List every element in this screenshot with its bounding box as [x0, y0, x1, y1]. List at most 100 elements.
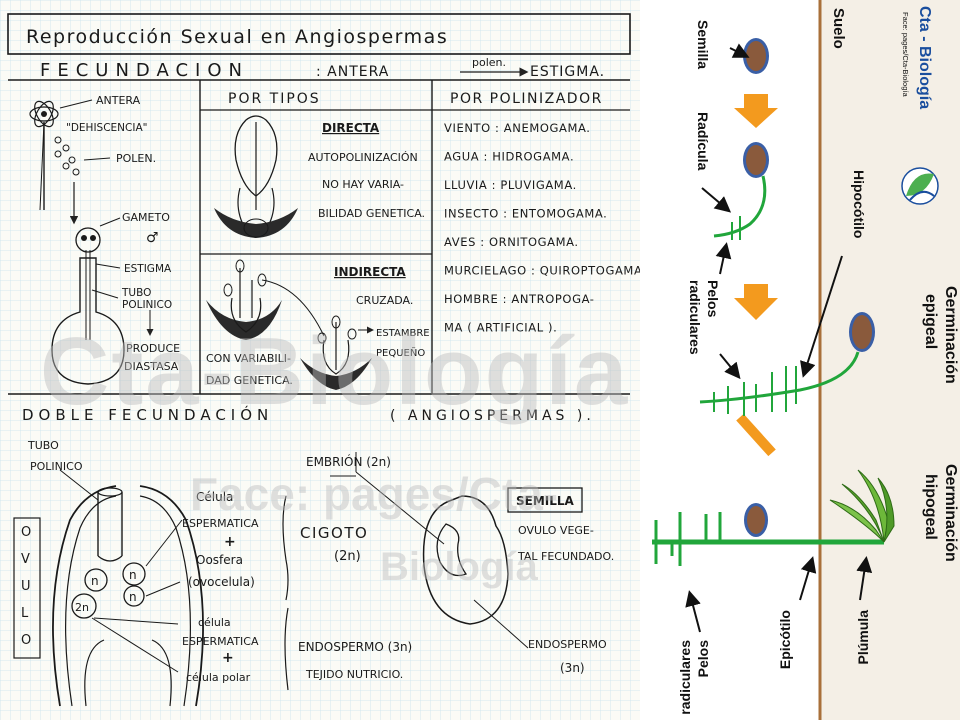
root-hairs-2: [654, 512, 722, 566]
doble-cigoto: CIGOTO: [300, 524, 368, 542]
polinizador-item: VIENTO : ANEMOGAMA.: [444, 121, 591, 135]
doble-endospermo-2: ENDOSPERMO: [528, 638, 607, 651]
doble-celula-polar: célula polar: [186, 671, 251, 684]
nucleus-n-1: n: [91, 574, 99, 588]
label-radiculares-1: radiculares: [687, 280, 703, 355]
label-pelos-1: Pelos: [705, 280, 721, 318]
notes-panel: Reproducción Sexual en Angiospermas FECU…: [0, 0, 646, 720]
label-germ-hipogeal-1: Germinación: [942, 464, 959, 562]
fecundacion-heading: FECUNDACION: [40, 60, 249, 81]
tipo-directa-line1: AUTOPOLINIZACIÓN: [308, 151, 418, 164]
seed-4: [744, 503, 768, 537]
polinizador-item: AGUA : HIDROGAMA.: [444, 150, 574, 164]
doble-embrion: EMBRIÓN (2n): [306, 454, 391, 469]
tipo-conv-2: DAD GENETICA.: [206, 374, 293, 387]
polinizador-item: AVES : ORNITOGAMA.: [444, 235, 579, 249]
label-tubo-2: POLINICO: [122, 299, 172, 311]
germination-panel: Suelo Semilla Radícula Pelos radiculares…: [640, 0, 960, 720]
seed-3: [849, 312, 875, 352]
tipo-directa-line2: NO HAY VARIA-: [322, 178, 404, 191]
seed-2: [743, 142, 769, 178]
tipo-cruzada: CRUZADA.: [356, 294, 413, 307]
label-gameto-symbol: ♂: [146, 230, 159, 246]
orange-arrow-1: [734, 94, 778, 128]
ovulo-letter: O: [21, 525, 31, 540]
doble-paren: ( ANGIOSPERMAS ).: [390, 408, 595, 424]
doble-ovulo-vege-2: TAL FECUNDADO.: [517, 550, 614, 563]
ovulo-letters: OVULO: [21, 525, 31, 648]
doble-semilla: SEMILLA: [516, 494, 575, 508]
doble-celula-1: Célula: [196, 490, 233, 504]
doble-celula-2: célula: [198, 616, 231, 629]
seed-1: [743, 38, 769, 74]
doble-heading: DOBLE FECUNDACIÓN: [22, 405, 273, 424]
fecundacion-sub-a: : ANTERA: [316, 64, 389, 80]
polinizador-item: INSECTO : ENTOMOGAMA.: [444, 207, 607, 221]
label-epicotilo: Epicótilo: [777, 610, 793, 669]
label-dehiscencia: "DEHISCENCIA": [66, 122, 147, 134]
ovulo-letter: O: [21, 633, 31, 648]
label-radiculares-2: radiculares: [677, 640, 693, 715]
doble-cigoto-2n: (2n): [334, 549, 361, 564]
ovulo-letter: V: [21, 552, 30, 567]
logo-title: Cta - Biología: [916, 6, 933, 109]
notes-title: Reproducción Sexual en Angiospermas: [26, 26, 448, 48]
plumule: [829, 469, 895, 543]
cta-biologia-logo: Cta - Biología Face: pages/Cta-Biología: [901, 6, 939, 205]
watermark-big: Cta-Biología: [40, 318, 629, 425]
nucleus-n-3: n: [129, 590, 137, 604]
antera-sketch: [29, 99, 154, 385]
doble-plus-2: +: [222, 650, 234, 666]
polinizador-item: MA ( ARTIFICIAL ).: [444, 321, 557, 335]
flower-indirecta-sketch: [206, 259, 374, 390]
tipo-estambre-2: PEQUEÑO: [376, 346, 425, 359]
doble-endospermo: ENDOSPERMO (3n): [298, 640, 412, 654]
tipo-directa-line3: BILIDAD GENETICA.: [318, 207, 425, 220]
watermark-line3: Biología: [380, 545, 539, 589]
label-pelos-2: Pelos: [695, 640, 711, 678]
polinizador-item: MURCIELAGO : QUIROPTOGAMA.: [444, 264, 646, 278]
doble-tejido: TEJIDO NUTRICIO.: [305, 668, 403, 681]
label-tubo-1: TUBO: [121, 287, 151, 299]
label-produce: PRODUCE: [126, 342, 180, 355]
doble-espermatica-2: ESPERMATICA: [182, 635, 259, 648]
label-polen: POLEN.: [116, 152, 156, 165]
nucleus-2n: 2n: [75, 601, 89, 614]
label-estigma: ESTIGMA: [124, 263, 172, 275]
title-box: [7, 13, 631, 55]
label-germ-epigeal-1: Germinación: [942, 286, 959, 384]
doble-espermatica-1: ESPERMATICA: [182, 517, 259, 530]
tipo-conv-1: CON VARIABILI-: [206, 352, 291, 365]
orange-arrow-2: [734, 284, 778, 320]
doble-oosfera: Oosfera: [196, 553, 243, 567]
fecundacion-sub-b: ESTIGMA.: [530, 64, 605, 80]
label-hipocotilo: Hipocótilo: [851, 170, 867, 238]
col-header-polinizador: POR POLINIZADOR: [450, 91, 603, 107]
radicle-shoot: [713, 175, 767, 238]
polinizador-item: LLUVIA : PLUVIGAMA.: [444, 178, 577, 192]
doble-tubo-1: TUBO: [27, 439, 59, 452]
watermark: Cta-Biología Face: pages/Cta- Biología: [40, 318, 629, 589]
ovulo-letter: L: [21, 606, 29, 621]
ovulo-letter: U: [21, 579, 31, 594]
label-diastasa: DIASTASA: [124, 360, 179, 373]
tipo-directa: DIRECTA: [322, 121, 380, 135]
label-suelo: Suelo: [830, 8, 847, 49]
doble-fecundacion-sketch: [13, 452, 583, 707]
col-header-tipos: POR TIPOS: [228, 91, 321, 107]
tipo-estambre-1: ESTAMBRE: [376, 328, 430, 339]
flower-directa-sketch: [214, 115, 298, 238]
tipo-indirecta: INDIRECTA: [334, 265, 406, 279]
logo-face: Face: pages/Cta-Biología: [901, 12, 910, 97]
nucleus-n-2: n: [129, 568, 137, 582]
polinizador-item: HOMBRE : ANTROPOGA-: [444, 292, 595, 306]
doble-tubo-2: POLINICO: [30, 460, 83, 473]
doble-ovulo-vege-1: OVULO VEGE-: [518, 524, 594, 537]
root-hairs-1: [713, 366, 797, 416]
label-gameto: GAMETO: [122, 211, 170, 224]
doble-plus-1: +: [224, 534, 236, 550]
label-germ-epigeal-2: epigeal: [922, 294, 939, 349]
doble-endospermo-2-3n: (3n): [560, 661, 585, 675]
